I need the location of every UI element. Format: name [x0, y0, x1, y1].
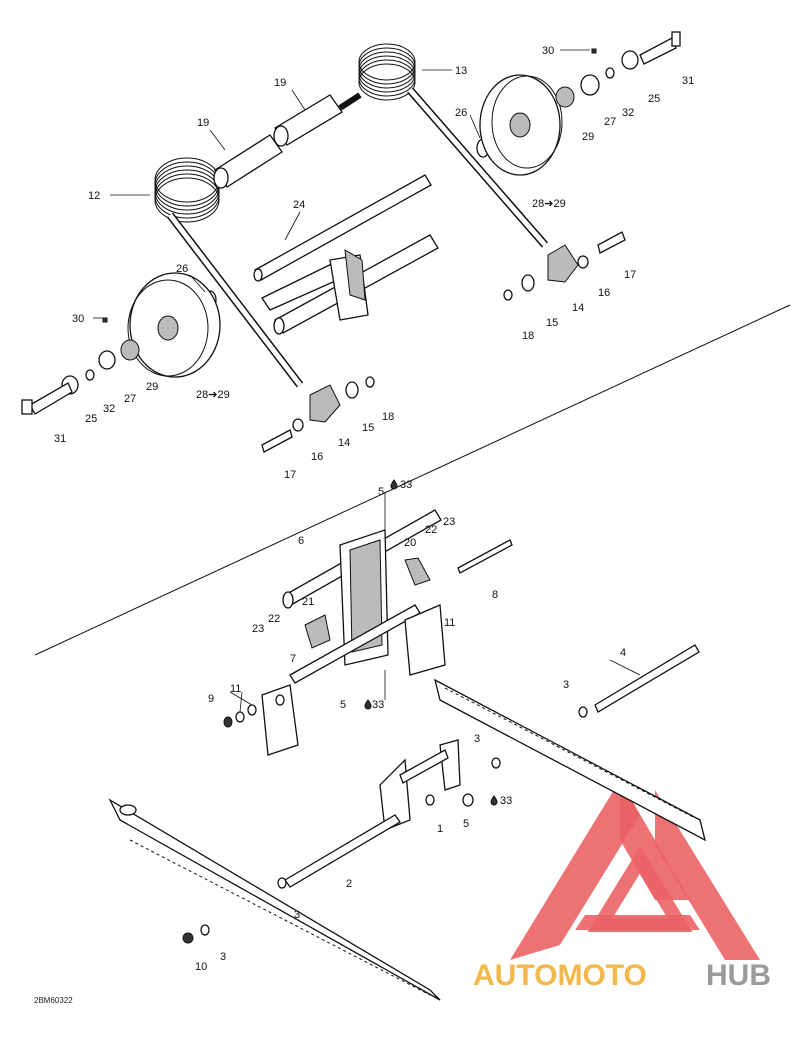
drawing-code: 2BM60322: [34, 996, 73, 1005]
callout-7: 7: [290, 653, 296, 665]
callout-33-lower: 33: [500, 795, 512, 807]
watermark-text-gray: HUB: [706, 959, 771, 992]
callout-26-left: 26: [176, 263, 188, 275]
callout-12: 12: [88, 190, 100, 202]
callout-33-top: 33: [400, 479, 412, 491]
callout-31-right: 31: [682, 75, 694, 87]
idler-wheel-left: [127, 272, 221, 378]
callout-11-left: 11: [230, 683, 241, 695]
callout-19-upper: 19: [274, 77, 286, 89]
hardware-left: [21, 317, 140, 415]
callout-17-right: 17: [624, 269, 636, 281]
callout-9: 9: [208, 693, 214, 705]
callout-3-mid: 3: [474, 733, 480, 745]
callout-27-left: 27: [124, 393, 136, 405]
callout-28-29-right: 28➔29: [532, 198, 566, 210]
callout-16-right: 16: [598, 287, 610, 299]
callout-15-right: 15: [546, 317, 558, 329]
callout-2: 2: [346, 878, 352, 890]
callout-28-29-left: 28➔29: [196, 389, 230, 401]
callout-24: 24: [293, 199, 305, 211]
callout-17-left: 17: [284, 469, 296, 481]
cross-shaft-2: [277, 814, 401, 889]
callout-3-low: 3: [294, 909, 300, 921]
callout-14-left: 14: [338, 437, 350, 449]
grease-drop-icon: [490, 795, 498, 806]
callout-27-right: 27: [604, 116, 616, 128]
callout-32-left: 32: [103, 403, 115, 415]
callout-26-right: 26: [455, 107, 467, 119]
slide-rail-right: [434, 678, 706, 842]
spring-block-right: [503, 231, 626, 301]
callout-3-bottom: 3: [220, 951, 226, 963]
callout-19-lower: 19: [197, 117, 209, 129]
callout-31-left: 31: [54, 433, 66, 445]
callout-5-lower: 5: [463, 818, 469, 830]
callout-13: 13: [455, 65, 467, 77]
shock-rod-4: [578, 644, 700, 718]
callout-14-right: 14: [572, 302, 584, 314]
callout-11-right: 11: [444, 617, 455, 629]
grease-drop-icon: [390, 479, 398, 490]
rear-arm-assembly: [282, 509, 513, 684]
section-divider-line: [34, 304, 791, 656]
spring-13: [338, 43, 549, 248]
center-arm: [261, 234, 439, 335]
callout-29-left: 29: [146, 381, 158, 393]
callout-6: 6: [298, 535, 304, 547]
washer-3-lower: [200, 924, 210, 936]
callout-15-left: 15: [362, 422, 374, 434]
callout-29-right: 29: [582, 131, 594, 143]
watermark-text-orange: AUTOMOTO: [473, 959, 647, 992]
watermark-logo: [510, 780, 760, 960]
callout-25-right: 25: [648, 93, 660, 105]
front-arm-frame: [379, 739, 474, 831]
callout-23-left: 23: [252, 623, 264, 635]
callout-30-right: 30: [542, 45, 554, 57]
callout-10: 10: [195, 961, 207, 973]
slide-rail-left: [108, 798, 441, 1001]
callout-21: 21: [302, 596, 314, 608]
callout-20: 20: [404, 537, 416, 549]
rod-24: [253, 174, 432, 282]
callout-25-left: 25: [85, 413, 97, 425]
callout-18-right: 18: [522, 330, 534, 342]
spring-12: [154, 157, 304, 388]
callout-30-left: 30: [72, 313, 84, 325]
idler-wheel-right: [479, 74, 563, 176]
hardware-right: [555, 31, 681, 108]
callout-22-right: 22: [425, 524, 437, 536]
callout-23-right: 23: [443, 516, 455, 528]
callout-4: 4: [620, 647, 626, 659]
leader-lines: [93, 49, 641, 713]
bushing-19-right: [273, 94, 343, 147]
callout-22-left: 22: [268, 613, 280, 625]
callout-3-upper: 3: [563, 679, 569, 691]
washer-3-mid: [491, 757, 501, 769]
callout-33-mid: 33: [372, 699, 384, 711]
callout-16-left: 16: [311, 451, 323, 463]
callout-8: 8: [492, 589, 498, 601]
grease-drop-icon: [364, 699, 372, 710]
nut-10: [182, 932, 194, 944]
bushing-19-left: [213, 134, 283, 189]
callout-1: 1: [437, 823, 443, 835]
callout-32-right: 32: [622, 107, 634, 119]
callout-5-top: 5: [378, 486, 384, 498]
front-mount-bracket: [223, 684, 299, 756]
callout-5-mid: 5: [340, 699, 346, 711]
spring-block-left: [261, 376, 375, 453]
callout-18-left: 18: [382, 411, 394, 423]
